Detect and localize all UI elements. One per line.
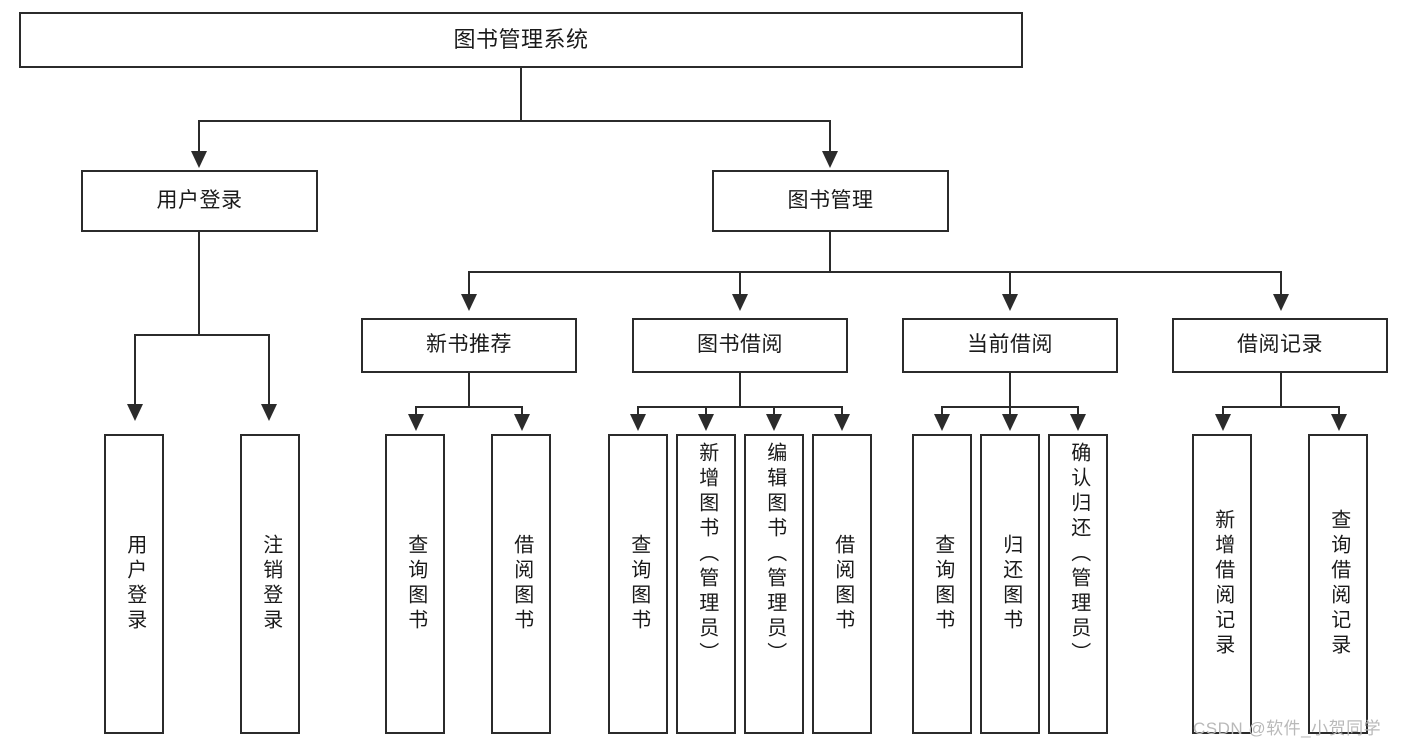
arrow-user-login-to-leaf-2 — [261, 404, 277, 421]
leaf-edit-book-admin[interactable]: 编辑图书（管理员） — [744, 434, 804, 734]
connector-root-to-user-login — [198, 120, 200, 153]
leaf-confirm-return-admin[interactable]: 确认归还（管理员） — [1048, 434, 1108, 734]
arrow-bb-to-leaf-3 — [766, 414, 782, 431]
arrow-br-to-leaf-1 — [1215, 414, 1231, 431]
node-label: 借阅图书 — [510, 534, 533, 634]
leaf-borrow-book-recommend[interactable]: 借阅图书 — [491, 434, 551, 734]
leaf-add-book-admin[interactable]: 新增图书（管理员） — [676, 434, 736, 734]
connector-user-login-stem — [198, 232, 200, 335]
leaf-user-login[interactable]: 用户登录 — [104, 434, 164, 734]
node-label: 查询图书 — [404, 534, 427, 634]
connector-root-stem — [520, 68, 522, 120]
connector-bb-to-leaf-4 — [841, 406, 843, 418]
connector-new-book-recommend-bus — [415, 406, 522, 408]
node-label: 确认归还（管理员） — [1067, 442, 1090, 667]
connector-book-borrow-bus — [637, 406, 842, 408]
node-label: 注销登录 — [259, 534, 282, 634]
connector-book-management-to-l3-1 — [468, 271, 470, 296]
arrow-cb-to-leaf-2 — [1002, 414, 1018, 431]
node-borrow-record[interactable]: 借阅记录 — [1172, 318, 1388, 373]
connector-bb-to-leaf-3 — [773, 406, 775, 418]
connector-current-borrow-stem — [1009, 373, 1011, 407]
arrow-cb-to-leaf-3 — [1070, 414, 1086, 431]
connector-cb-to-leaf-2 — [1009, 406, 1011, 418]
connector-br-to-leaf-1 — [1222, 406, 1224, 418]
arrow-book-management-to-l3-4 — [1273, 294, 1289, 311]
node-label: 查询图书 — [931, 534, 954, 634]
node-label: 图书管理系统 — [453, 27, 589, 53]
node-book-management[interactable]: 图书管理 — [712, 170, 949, 232]
connector-new-book-recommend-stem — [468, 373, 470, 407]
arrow-nbr-to-leaf-1 — [408, 414, 424, 431]
connector-book-management-to-l3-4 — [1280, 271, 1282, 296]
arrow-nbr-to-leaf-2 — [514, 414, 530, 431]
connector-nbr-to-leaf-1 — [415, 406, 417, 418]
connector-book-management-stem — [829, 232, 831, 272]
arrow-book-management-to-l3-3 — [1002, 294, 1018, 311]
node-label: 查询借阅记录 — [1327, 509, 1350, 659]
connector-user-login-bus — [134, 334, 269, 336]
node-label: 归还图书 — [999, 534, 1022, 634]
arrow-root-to-user-login — [191, 151, 207, 168]
connector-book-borrow-stem — [739, 373, 741, 407]
node-label: 用户登录 — [156, 188, 243, 212]
connector-bb-to-leaf-1 — [637, 406, 639, 418]
node-current-borrow[interactable]: 当前借阅 — [902, 318, 1118, 373]
arrow-root-to-book-management — [822, 151, 838, 168]
leaf-query-book-current[interactable]: 查询图书 — [912, 434, 972, 734]
connector-root-bus — [198, 120, 831, 122]
arrow-user-login-to-leaf-1 — [127, 404, 143, 421]
leaf-add-borrow-record[interactable]: 新增借阅记录 — [1192, 434, 1252, 734]
connector-book-management-to-l3-2 — [739, 271, 741, 296]
leaf-return-book[interactable]: 归还图书 — [980, 434, 1040, 734]
connector-br-to-leaf-2 — [1338, 406, 1340, 418]
node-label: 用户登录 — [123, 534, 146, 634]
leaf-query-book-borrow[interactable]: 查询图书 — [608, 434, 668, 734]
arrow-book-management-to-l3-2 — [732, 294, 748, 311]
connector-nbr-to-leaf-2 — [521, 406, 523, 418]
arrow-br-to-leaf-2 — [1331, 414, 1347, 431]
connector-root-to-book-management — [829, 120, 831, 153]
node-label: 图书管理 — [787, 188, 874, 212]
node-label: 当前借阅 — [967, 333, 1053, 357]
node-label: 借阅记录 — [1237, 333, 1323, 357]
node-book-borrow[interactable]: 图书借阅 — [632, 318, 848, 373]
leaf-user-logout[interactable]: 注销登录 — [240, 434, 300, 734]
arrow-book-management-to-l3-1 — [461, 294, 477, 311]
connector-user-login-to-leaf-2 — [268, 334, 270, 406]
node-root-book-management-system[interactable]: 图书管理系统 — [19, 12, 1023, 68]
watermark-text: CSDN @软件_小贺同学 — [1193, 719, 1382, 738]
leaf-query-borrow-record[interactable]: 查询借阅记录 — [1308, 434, 1368, 734]
connector-cb-to-leaf-1 — [941, 406, 943, 418]
arrow-bb-to-leaf-1 — [630, 414, 646, 431]
leaf-query-book-recommend[interactable]: 查询图书 — [385, 434, 445, 734]
arrow-cb-to-leaf-1 — [934, 414, 950, 431]
connector-borrow-record-stem — [1280, 373, 1282, 407]
node-label: 新增借阅记录 — [1211, 509, 1234, 659]
node-label: 图书借阅 — [697, 333, 783, 357]
connector-borrow-record-bus — [1222, 406, 1339, 408]
connector-user-login-to-leaf-1 — [134, 334, 136, 406]
arrow-bb-to-leaf-4 — [834, 414, 850, 431]
connector-book-management-bus — [468, 271, 1281, 273]
connector-book-management-to-l3-3 — [1009, 271, 1011, 296]
node-new-book-recommend[interactable]: 新书推荐 — [361, 318, 577, 373]
node-label: 借阅图书 — [831, 534, 854, 634]
connector-bb-to-leaf-2 — [705, 406, 707, 418]
node-user-login[interactable]: 用户登录 — [81, 170, 318, 232]
leaf-borrow-book[interactable]: 借阅图书 — [812, 434, 872, 734]
connector-cb-to-leaf-3 — [1077, 406, 1079, 418]
node-label: 新增图书（管理员） — [695, 442, 718, 667]
arrow-bb-to-leaf-2 — [698, 414, 714, 431]
node-label: 查询图书 — [627, 534, 650, 634]
node-label: 编辑图书（管理员） — [763, 442, 786, 667]
node-label: 新书推荐 — [426, 333, 512, 357]
